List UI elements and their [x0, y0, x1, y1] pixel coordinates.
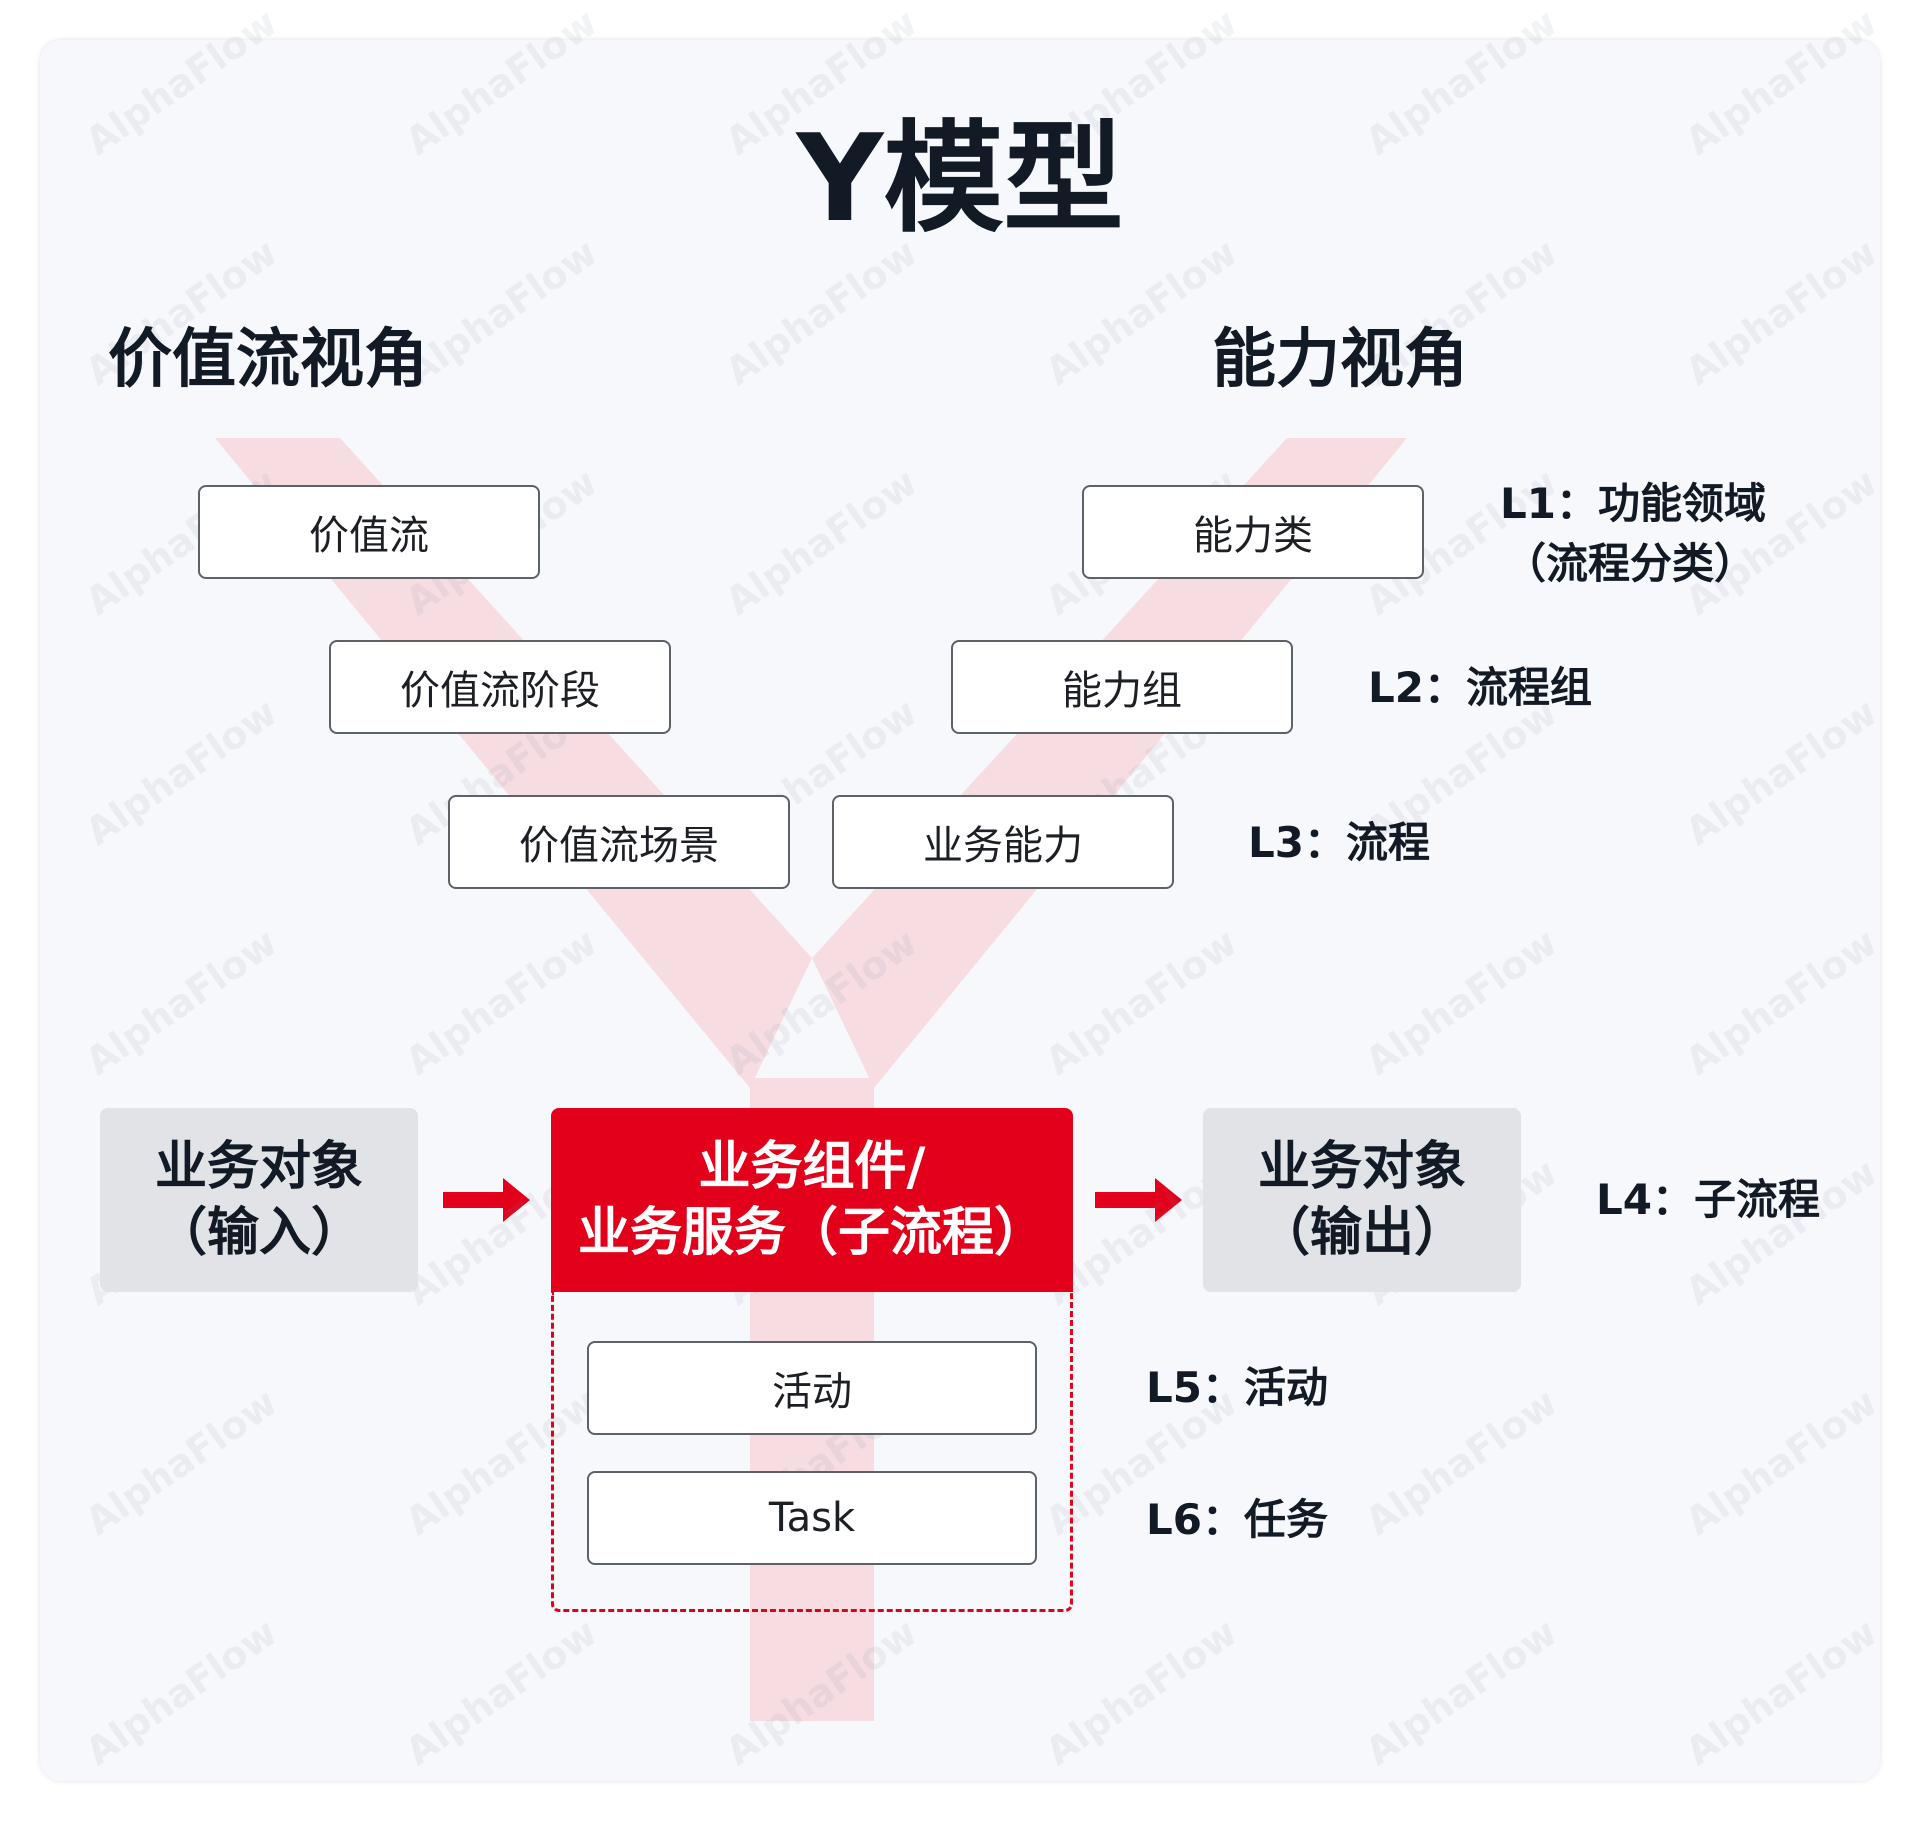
level-l2-label: L2：流程组 — [1368, 663, 1592, 712]
arrow-component-to-output — [1095, 1178, 1182, 1222]
capability-class-box: 能力类 — [1082, 485, 1424, 579]
level-l1-line2: （流程分类） — [1503, 539, 1756, 588]
level-l1-label: L1：功能领域 （流程分类） — [1500, 474, 1766, 594]
level-l3-label: L3：流程 — [1248, 818, 1430, 867]
business-capability-box: 业务能力 — [832, 795, 1174, 889]
input-object-line1: 业务对象 — [154, 1137, 363, 1197]
value-stream-perspective-heading: 价值流视角 — [108, 323, 428, 397]
level-l4-label: L4：子流程 — [1596, 1175, 1820, 1224]
subprocess-dashed-container — [551, 1292, 1073, 1612]
value-stream-stage-box: 价值流阶段 — [329, 640, 671, 734]
business-component-box: 业务组件/ 业务服务（子流程） — [551, 1108, 1073, 1292]
value-stream-scenario-box: 价值流场景 — [448, 795, 790, 889]
component-line2: 业务服务（子流程） — [577, 1203, 1046, 1263]
output-object-line1: 业务对象 — [1257, 1137, 1466, 1197]
level-l1-line1: L1：功能领域 — [1500, 479, 1766, 528]
page-title: Y模型 — [796, 110, 1124, 249]
y-shape-left-arm — [215, 438, 812, 1088]
output-object-line2: （输出） — [1257, 1203, 1466, 1263]
capability-perspective-heading: 能力视角 — [1212, 323, 1468, 397]
input-object-line2: （输入） — [154, 1203, 363, 1263]
value-stream-box: 价值流 — [198, 485, 540, 579]
task-box: Task — [587, 1471, 1037, 1565]
arrow-input-to-component — [443, 1178, 530, 1222]
level-l6-label: L6：任务 — [1146, 1495, 1328, 1544]
business-object-input-box: 业务对象 （输入） — [100, 1108, 418, 1292]
level-l5-label: L5：活动 — [1146, 1363, 1328, 1412]
activity-box: 活动 — [587, 1341, 1037, 1435]
y-shape-right-arm — [812, 438, 1407, 1088]
capability-group-box: 能力组 — [951, 640, 1293, 734]
business-object-output-box: 业务对象 （输出） — [1203, 1108, 1521, 1292]
component-line1: 业务组件/ — [698, 1137, 926, 1197]
